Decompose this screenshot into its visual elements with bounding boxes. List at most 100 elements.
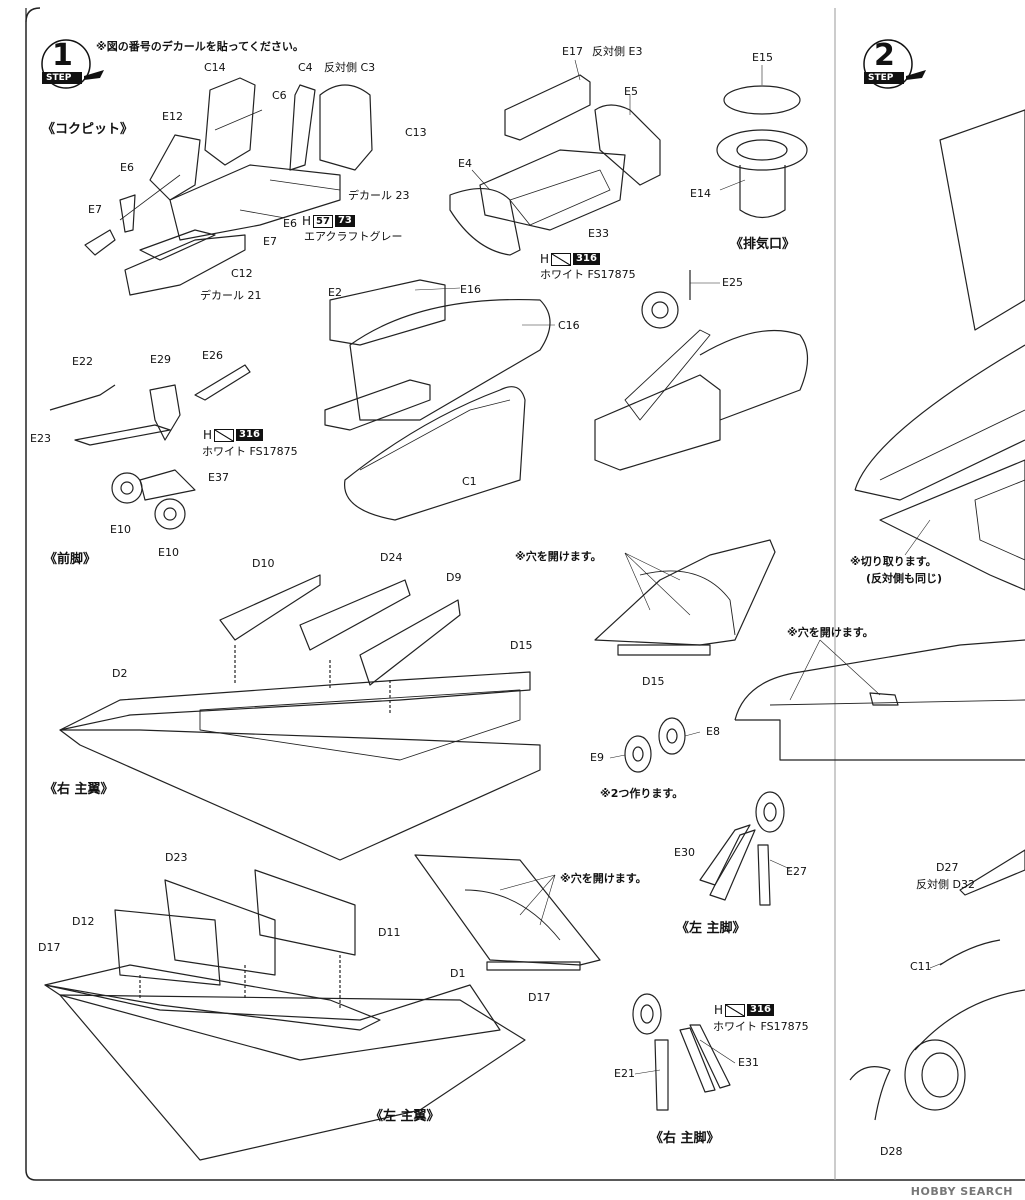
part-E23: E23 [30, 432, 51, 445]
part-E12: E12 [162, 110, 183, 123]
note-holes-2: ※穴を開けます。 [787, 626, 874, 639]
part-E4: E4 [458, 157, 472, 170]
section-right-wing: 《右 主翼》 [44, 782, 114, 797]
part-D27-opposite: 反対側 D32 [916, 878, 975, 891]
part-E5: E5 [624, 85, 638, 98]
part-E2: E2 [328, 286, 342, 299]
step-1-badge: 1 STEP [38, 38, 108, 92]
part-E30: E30 [674, 846, 695, 859]
part-E10b: E10 [158, 546, 179, 559]
paint-name-cockpit: エアクラフトグレー [304, 230, 403, 243]
part-D17b: D17 [528, 991, 551, 1004]
part-E26: E26 [202, 349, 223, 362]
section-exhaust: 《排気口》 [730, 237, 796, 252]
part-E10a: E10 [110, 523, 131, 536]
part-E22: E22 [72, 355, 93, 368]
part-D24: D24 [380, 551, 403, 564]
decal-21: デカール 21 [200, 289, 262, 302]
paint-chip-cockpit: H 57 73 [302, 214, 355, 228]
decal-23: デカール 23 [348, 189, 410, 202]
paint-chip-right-gear: H 316 [714, 1003, 774, 1017]
part-C11: C11 [910, 960, 932, 973]
note-make-two: ※2つ作ります。 [600, 787, 684, 800]
part-C6: C6 [272, 89, 287, 102]
right-wing-drawing [59, 574, 541, 861]
part-E14: E14 [690, 187, 711, 200]
step-1-icon [41, 39, 104, 89]
part-D11: D11 [378, 926, 401, 939]
part-E9: E9 [590, 751, 604, 764]
nose-gear-drawing [49, 364, 251, 530]
bay3-drawing [594, 270, 809, 471]
section-cockpit: 《コクピット》 [42, 122, 134, 137]
part-D17: D17 [38, 941, 61, 954]
paint-swatch-icon [214, 428, 235, 442]
section-left-main-gear: 《左 主脚》 [676, 921, 746, 936]
part-C4: C4 [298, 61, 313, 74]
part-D12: D12 [72, 915, 95, 928]
section-left-wing: 《左 主翼》 [370, 1109, 440, 1124]
part-E16: E16 [460, 283, 481, 296]
part-E37: E37 [208, 471, 229, 484]
step-2-number: 2 [874, 38, 895, 73]
step-1-tag: STEP [46, 73, 72, 83]
part-E21: E21 [614, 1067, 635, 1080]
watermark-text: HOBBY SEARCH [910, 1185, 1013, 1198]
part-C4-opposite: 反対側 C3 [324, 61, 376, 74]
part-E27: E27 [786, 865, 807, 878]
step-1-number: 1 [52, 38, 73, 73]
part-C1: C1 [462, 475, 477, 488]
paint-name-bay: ホワイト FS17875 [540, 268, 636, 281]
part-E17: E17 [562, 45, 583, 58]
step2-fuselage-drawing [849, 109, 1025, 1121]
part-D15: D15 [510, 639, 533, 652]
step-2-icon [863, 39, 926, 89]
panels-drawing [414, 539, 776, 971]
section-nose-gear: 《前脚》 [44, 552, 97, 567]
part-E29: E29 [150, 353, 171, 366]
bay2-drawing [324, 279, 551, 521]
bay-drawing [449, 74, 661, 256]
paint-swatch-icon [551, 252, 572, 266]
part-D9: D9 [446, 571, 462, 584]
part-E17-opposite: 反対側 E3 [592, 45, 643, 58]
part-C16: C16 [558, 319, 580, 332]
note-cut-off: ※切り取ります。 [850, 555, 937, 568]
note-holes-1: ※穴を開けます。 [515, 550, 602, 563]
part-E6b: E6 [283, 217, 297, 230]
part-E25: E25 [722, 276, 743, 289]
paint-name-nose-gear: ホワイト FS17875 [202, 445, 298, 458]
part-C13: C13 [405, 126, 427, 139]
part-E15: E15 [752, 51, 773, 64]
note-cut-off-sub: (反対側も同じ) [866, 572, 943, 585]
left-wing-drawing [44, 869, 526, 1161]
part-D2: D2 [112, 667, 128, 680]
part-D27: D27 [936, 861, 959, 874]
part-C12: C12 [231, 267, 253, 280]
step-2-tag: STEP [868, 73, 894, 83]
part-E31: E31 [738, 1056, 759, 1069]
part-E6a: E6 [120, 161, 134, 174]
part-D10: D10 [252, 557, 275, 570]
right-main-gear-drawing [632, 993, 731, 1111]
wheels-drawing [624, 717, 686, 773]
exhaust-drawing [716, 85, 808, 219]
watermark-logo: HOBBY SEARCH [911, 1185, 1013, 1198]
paint-swatch-icon [725, 1003, 746, 1017]
cockpit-drawing [84, 77, 373, 296]
section-right-main-gear: 《右 主脚》 [650, 1131, 720, 1146]
note-decals: ※図の番号のデカールを貼ってください。 [96, 40, 304, 53]
part-E8: E8 [706, 725, 720, 738]
part-D28: D28 [880, 1145, 903, 1158]
paint-name-right-gear: ホワイト FS17875 [713, 1020, 809, 1033]
note-holes-3: ※穴を開けます。 [560, 872, 647, 885]
part-E7b: E7 [263, 235, 277, 248]
fuselage-drawing [734, 639, 1025, 761]
left-main-gear-drawing [699, 791, 785, 906]
paint-chip-bay: H 316 [540, 252, 600, 266]
part-E33: E33 [588, 227, 609, 240]
part-E7a: E7 [88, 203, 102, 216]
part-D1: D1 [450, 967, 466, 980]
